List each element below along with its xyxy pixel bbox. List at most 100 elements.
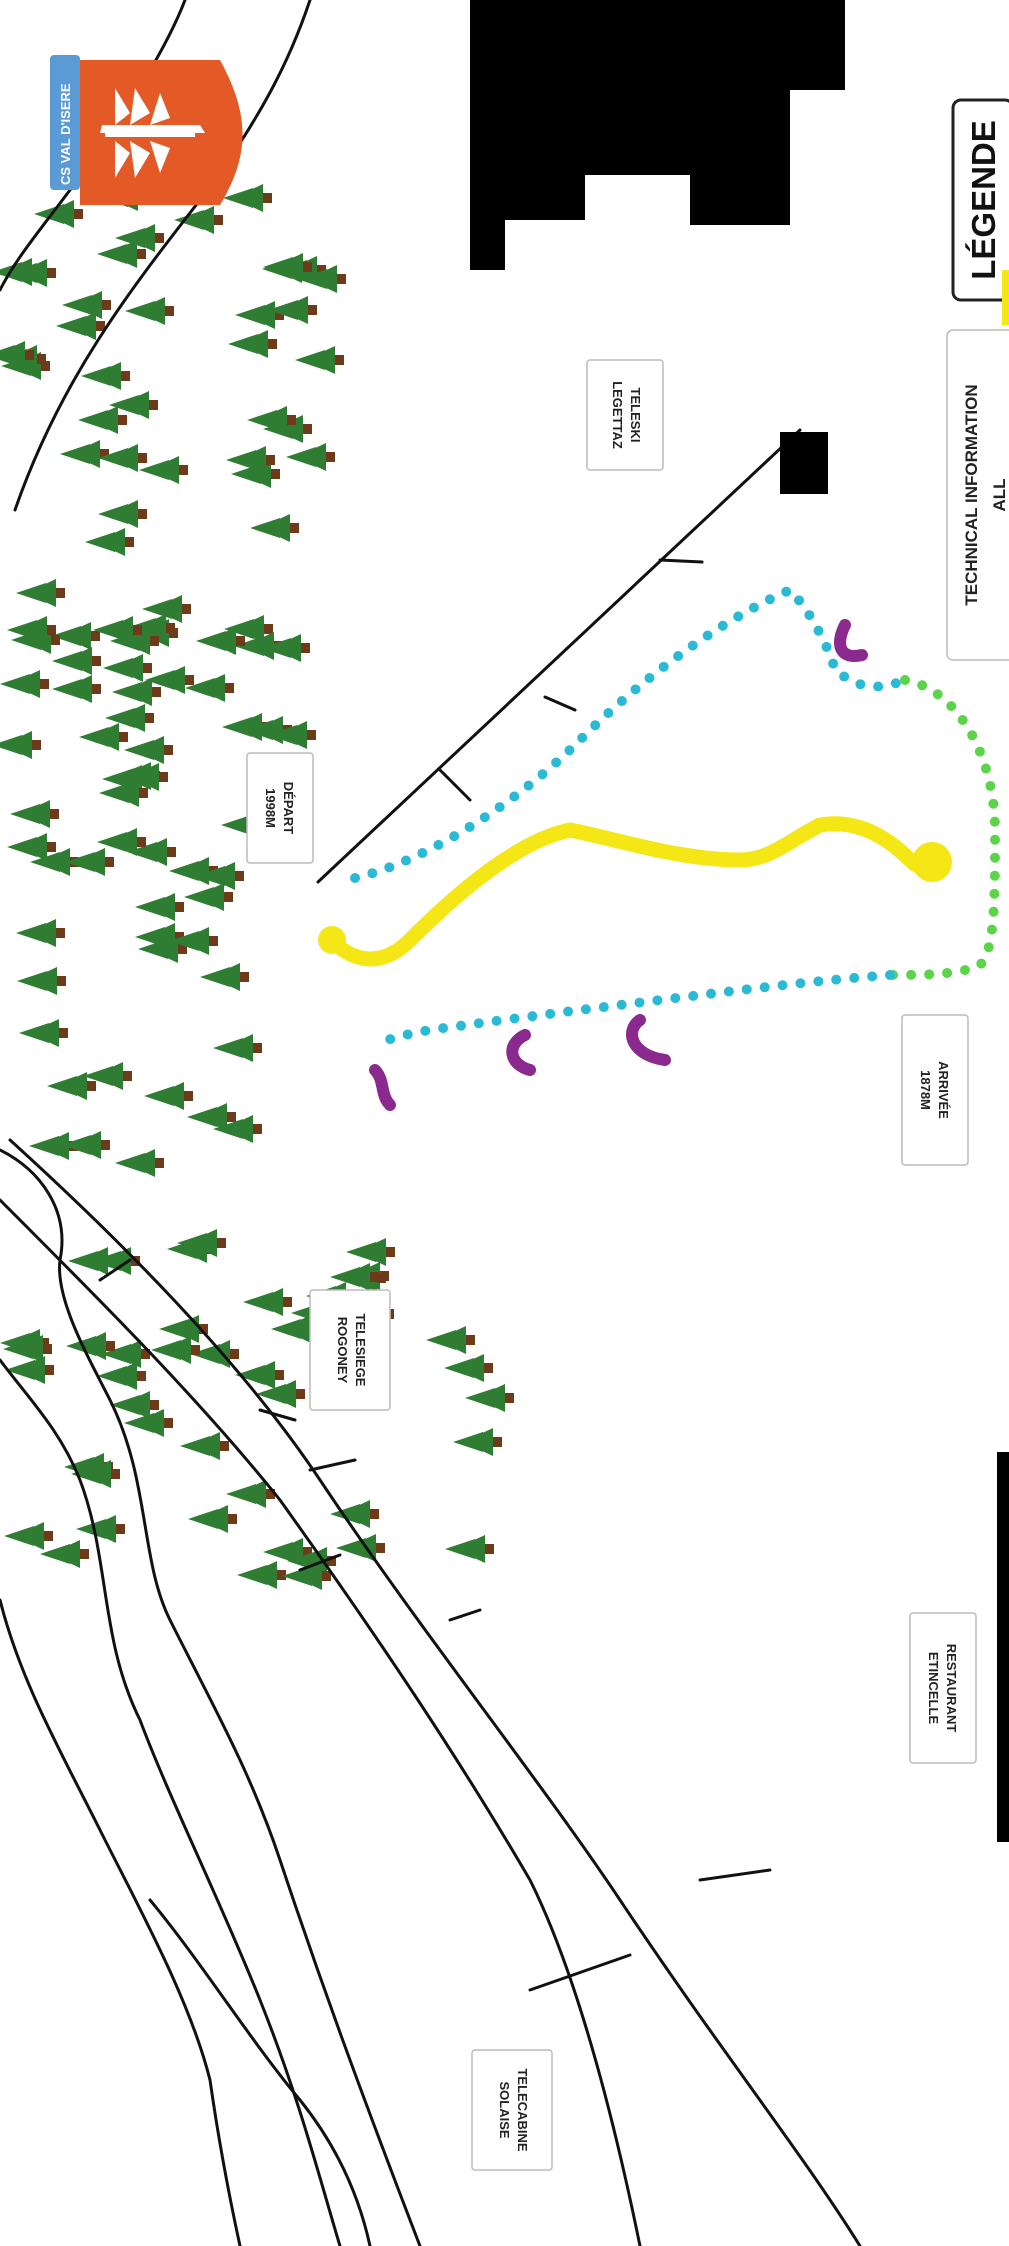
tree-icon	[145, 666, 194, 694]
tree-icon	[7, 833, 56, 861]
ridge-line-left-2	[0, 1358, 342, 2246]
tree-icon	[235, 1361, 284, 1389]
slalom-gate-icon	[369, 1064, 396, 1111]
buildings	[470, 0, 1009, 1842]
telesiege-rogoney-line	[8, 1138, 862, 2246]
course-finish-dot	[912, 842, 952, 882]
tree-icon	[295, 346, 344, 374]
ridge-line-top-2	[13, 0, 312, 512]
label-restaurant-etincelle: RESTAURANT ETINCELLE	[909, 1612, 977, 1764]
label-telesiege-rogoney: TELESIEGE ROGONEY	[309, 1289, 391, 1411]
tree-icon	[115, 224, 164, 252]
tree-icon	[97, 828, 146, 856]
svg-text:ROGONEY: ROGONEY	[335, 1317, 350, 1384]
svg-text:TELESIEGE: TELESIEGE	[353, 1314, 368, 1387]
club-logo: CS VAL D'ISERE	[50, 55, 243, 205]
tree-icon	[66, 1332, 115, 1360]
tree-icon	[224, 615, 273, 643]
tree-icon	[40, 1540, 89, 1568]
legend-title-box: LÉGENDE	[951, 98, 1009, 302]
lifts	[0, 428, 862, 2246]
tree-icon	[105, 704, 154, 732]
tree-icon	[213, 1115, 262, 1143]
tree-icon	[7, 616, 56, 644]
ridge-line-left-3	[0, 1598, 242, 2246]
technical-info-box: TECHNICAL INFORMATION ALL	[946, 329, 1009, 661]
tree-icon	[226, 446, 275, 474]
tree-icon	[185, 674, 234, 702]
tree-icon	[19, 1019, 68, 1047]
svg-text:1998M: 1998M	[263, 788, 278, 828]
dotted-path-finish	[885, 675, 1001, 980]
svg-text:DÉPART: DÉPART	[281, 782, 296, 835]
slalom-gate-icon	[834, 619, 868, 662]
tree-icon	[34, 200, 83, 228]
tree-icon	[223, 184, 272, 212]
dotted-path-upper	[350, 584, 910, 883]
tree-icon	[60, 440, 109, 468]
dotted-path-lower	[370, 970, 895, 1050]
label-telecabine-solaise: TELECABINE SOLAISE	[471, 2049, 553, 2171]
tree-icon	[71, 1460, 120, 1488]
tree-icon	[78, 406, 127, 434]
gates	[369, 619, 868, 1111]
tree-icon	[98, 444, 147, 472]
tree-icon	[268, 296, 317, 324]
tree-icon	[103, 654, 152, 682]
svg-text:TELESKI: TELESKI	[628, 388, 643, 443]
tree-icon	[56, 312, 105, 340]
tree-icon	[453, 1428, 502, 1456]
tree-icon	[228, 330, 277, 358]
telecabine-solaise-line	[0, 1198, 642, 2246]
tree-icon	[282, 1562, 331, 1590]
tree-icon	[119, 763, 168, 791]
tree-icon	[465, 1384, 514, 1412]
slalom-gate-icon	[626, 1014, 671, 1066]
tree-icon	[16, 579, 65, 607]
tree-icon	[184, 883, 233, 911]
forest	[0, 183, 514, 1590]
label-depart: DÉPART 1998M	[246, 752, 314, 864]
tree-icon	[7, 259, 56, 287]
logo-banner	[50, 55, 80, 190]
tree-icon	[237, 1561, 286, 1589]
tree-icon	[187, 1103, 236, 1131]
tree-icon	[190, 1340, 239, 1368]
finish-bar	[997, 1452, 1009, 1842]
tree-icon	[124, 736, 173, 764]
tree-icon	[0, 341, 34, 369]
tree-icon	[250, 514, 299, 542]
svg-text:LÉGENDE: LÉGENDE	[965, 120, 1002, 280]
building-block-top	[470, 0, 845, 270]
tree-icon	[445, 1535, 494, 1563]
tree-icon	[256, 1380, 305, 1408]
tree-icon	[180, 1432, 229, 1460]
tree-icon	[144, 1082, 193, 1110]
tree-icon	[97, 240, 146, 268]
tree-icon	[110, 1391, 159, 1419]
tree-icon	[195, 862, 244, 890]
tree-icon	[151, 1336, 200, 1364]
tree-icon	[3, 1335, 52, 1363]
race-course	[318, 584, 1001, 1050]
logo-text: CS VAL D'ISERE	[58, 83, 73, 185]
tree-icon	[52, 675, 101, 703]
tree-icon	[101, 1340, 150, 1368]
tree-icon	[85, 528, 134, 556]
tree-icon	[336, 1534, 385, 1562]
tree-icon	[99, 779, 148, 807]
tree-icon	[83, 1062, 132, 1090]
tree-icon	[139, 456, 188, 484]
tree-icon	[62, 291, 111, 319]
tree-icon	[169, 927, 218, 955]
legend-yellow-swatch	[1002, 270, 1009, 325]
labels: TELESKI LEGETTAZ DÉPART 1998M ARRIVÉE 18…	[246, 359, 977, 2171]
svg-text:ARRIVÉE: ARRIVÉE	[936, 1061, 951, 1119]
tree-icon	[65, 848, 114, 876]
tree-icon	[261, 634, 310, 662]
tree-icon	[330, 1263, 379, 1291]
tree-icon	[135, 923, 184, 951]
tree-icon	[188, 1505, 237, 1533]
tree-icon	[52, 647, 101, 675]
tree-icon	[5, 1356, 54, 1384]
